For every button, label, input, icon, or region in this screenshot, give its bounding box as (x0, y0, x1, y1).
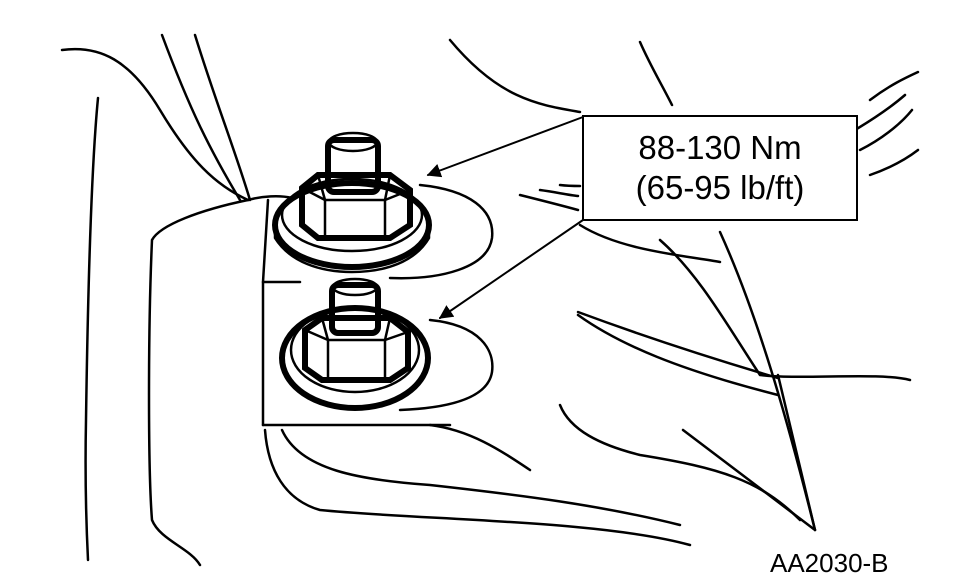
figure-reference: AA2030-B (770, 548, 889, 578)
torque-imperial-label: (65-95 lb/ft) (635, 169, 805, 206)
torque-metric-label: 88-130 Nm (638, 129, 802, 166)
leader-arrows (426, 116, 584, 319)
hex-bolt-icon (272, 131, 432, 274)
hex-bolt-icon (279, 277, 431, 411)
bracket-outline (147, 183, 912, 567)
washer-sweep-arcs (388, 183, 494, 412)
lower-bolt (279, 277, 431, 411)
upper-bolt (272, 131, 432, 274)
leader-arrow-icon (426, 116, 584, 178)
torque-spec-callout: 88-130 Nm (65-95 lb/ft) (582, 115, 858, 221)
leader-arrow-icon (438, 219, 584, 319)
frame-rail-lines (60, 33, 920, 562)
